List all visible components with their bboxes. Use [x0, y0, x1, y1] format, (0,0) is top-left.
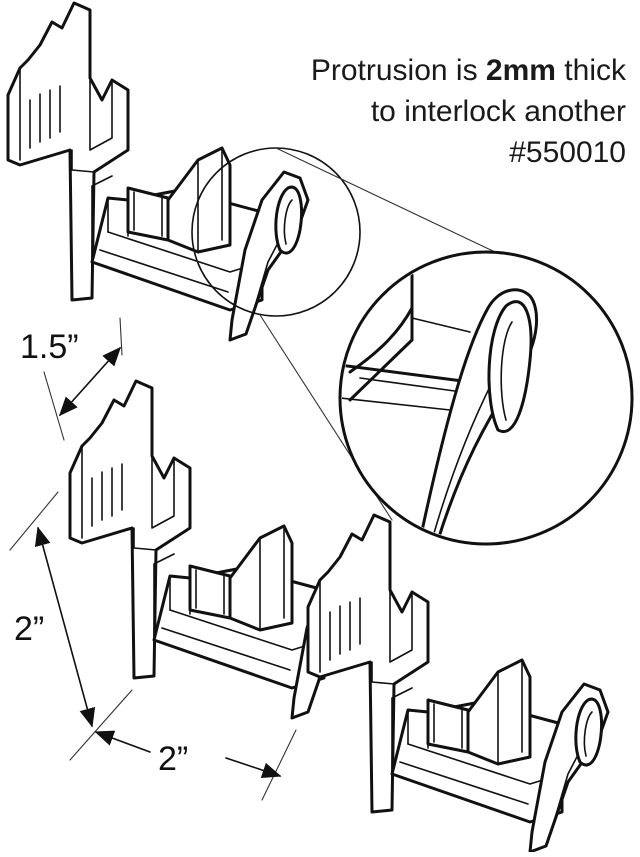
depth-label: 1.5”	[20, 328, 79, 366]
dimension-width: 2”	[94, 729, 297, 801]
width-label: 2”	[158, 740, 188, 778]
dimension-height: 2”	[9, 491, 133, 761]
lower-right-holder	[306, 513, 610, 854]
caption-line-3: #550010	[509, 136, 626, 169]
caption-line-1-prefix: Protrusion is	[310, 54, 486, 87]
magnified-detail	[338, 250, 634, 546]
protrusion-caption: Protrusion is 2mm thick to interlock ano…	[226, 50, 626, 173]
caption-thickness: 2mm	[485, 54, 556, 87]
caption-line-1-suffix: thick	[555, 54, 626, 87]
caption-line-2: to interlock another	[370, 95, 626, 128]
dimension-depth: 1.5”	[20, 317, 123, 441]
height-label: 2”	[14, 610, 44, 648]
caption-line-1: Protrusion is 2mm thick	[226, 50, 626, 91]
